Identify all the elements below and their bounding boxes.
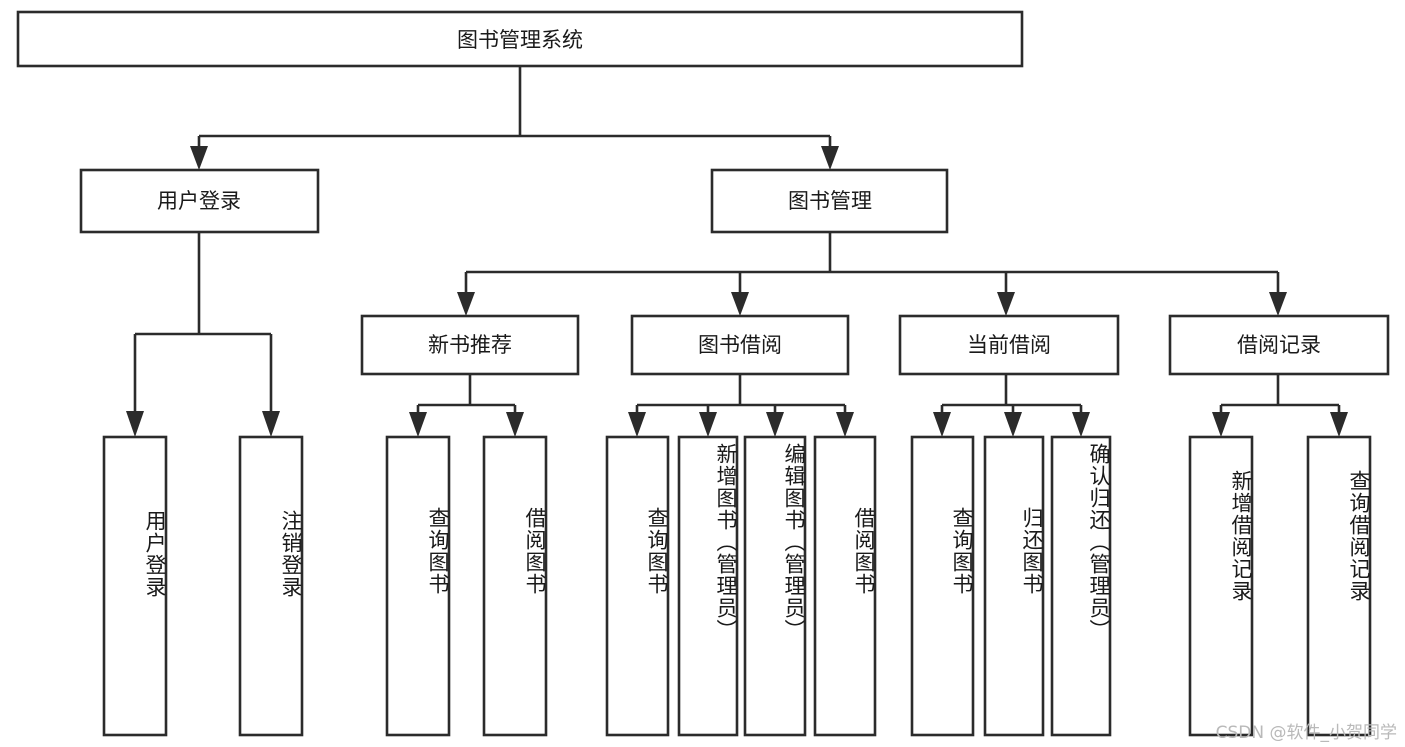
new-book-recommend-label: 新书推荐 (428, 333, 512, 357)
book-management-label: 图书管理 (788, 189, 872, 213)
root-label: 图书管理系统 (457, 28, 583, 52)
arrowhead-leaf-add-record (1212, 412, 1230, 437)
current-borrow-box[interactable] (898, 314, 1120, 376)
arrowhead-leaf-query-book-2 (628, 412, 646, 437)
root-box[interactable] (16, 10, 1024, 68)
node-borrow-record[interactable]: 借阅记录 (1168, 314, 1390, 376)
leaf-box-query-record[interactable] (1306, 435, 1372, 737)
leaf-box-edit-book[interactable] (743, 435, 807, 737)
leaf-box-query-book-2[interactable] (605, 435, 670, 737)
book-borrow-box[interactable] (630, 314, 850, 376)
leaf-box-confirm-return[interactable] (1050, 435, 1112, 737)
leaf-box-user-login[interactable] (102, 435, 168, 737)
arrowhead-current (997, 292, 1015, 316)
arrowhead-borrow (731, 292, 749, 316)
csdn-watermark: CSDN @软件_小贺同学 (1215, 723, 1397, 743)
node-root-system[interactable]: 图书管理系统 (16, 10, 1024, 68)
arrowhead-leaf-borrow-book-2 (836, 412, 854, 437)
arrowhead-leaf-user-login (126, 411, 144, 437)
current-borrow-label: 当前借阅 (967, 333, 1051, 357)
borrow-record-label: 借阅记录 (1237, 333, 1321, 357)
arrowhead-leaf-return-book (1004, 412, 1022, 437)
leaf-box-logout[interactable] (238, 435, 304, 737)
leaf-box-query-book-1[interactable] (385, 435, 451, 737)
leaf-box-add-record[interactable] (1188, 435, 1254, 737)
arrowhead-leaf-confirm-return (1072, 412, 1090, 437)
arrowhead-book-manage (821, 146, 839, 170)
arrowhead-leaf-borrow-book-1 (506, 412, 524, 437)
arrowhead-leaf-add-book (699, 412, 717, 437)
node-current-borrow[interactable]: 当前借阅 (898, 314, 1120, 376)
arrowhead-leaf-query-book-1 (409, 412, 427, 437)
borrow-record-box[interactable] (1168, 314, 1390, 376)
leaf-box-add-book[interactable] (677, 435, 739, 737)
leaf-box-return-book[interactable] (983, 435, 1045, 737)
leaf-box-layer (102, 435, 1372, 737)
new-book-recommend-box[interactable] (360, 314, 580, 376)
arrowhead-user-login (190, 146, 208, 170)
book-borrow-label: 图书借阅 (698, 333, 782, 357)
book-management-box[interactable] (710, 168, 949, 234)
arrowhead-leaf-query-record (1330, 412, 1348, 437)
node-book-management[interactable]: 图书管理 (710, 168, 949, 234)
arrowhead-leaf-query-book-3 (933, 412, 951, 437)
connector-layer (126, 66, 1348, 437)
arrowhead-leaf-edit-book (766, 412, 784, 437)
arrowhead-leaf-logout (262, 411, 280, 437)
node-book-borrow[interactable]: 图书借阅 (630, 314, 850, 376)
node-new-book-recommend[interactable]: 新书推荐 (360, 314, 580, 376)
user-login-box[interactable] (79, 168, 320, 234)
arrowhead-newbook (457, 292, 475, 316)
arrowhead-record (1269, 292, 1287, 316)
leaf-box-borrow-book-2[interactable] (813, 435, 877, 737)
user-login-label: 用户登录 (157, 189, 241, 213)
leaf-box-borrow-book-1[interactable] (482, 435, 548, 737)
node-user-login[interactable]: 用户登录 (79, 168, 320, 234)
leaf-box-query-book-3[interactable] (910, 435, 975, 737)
